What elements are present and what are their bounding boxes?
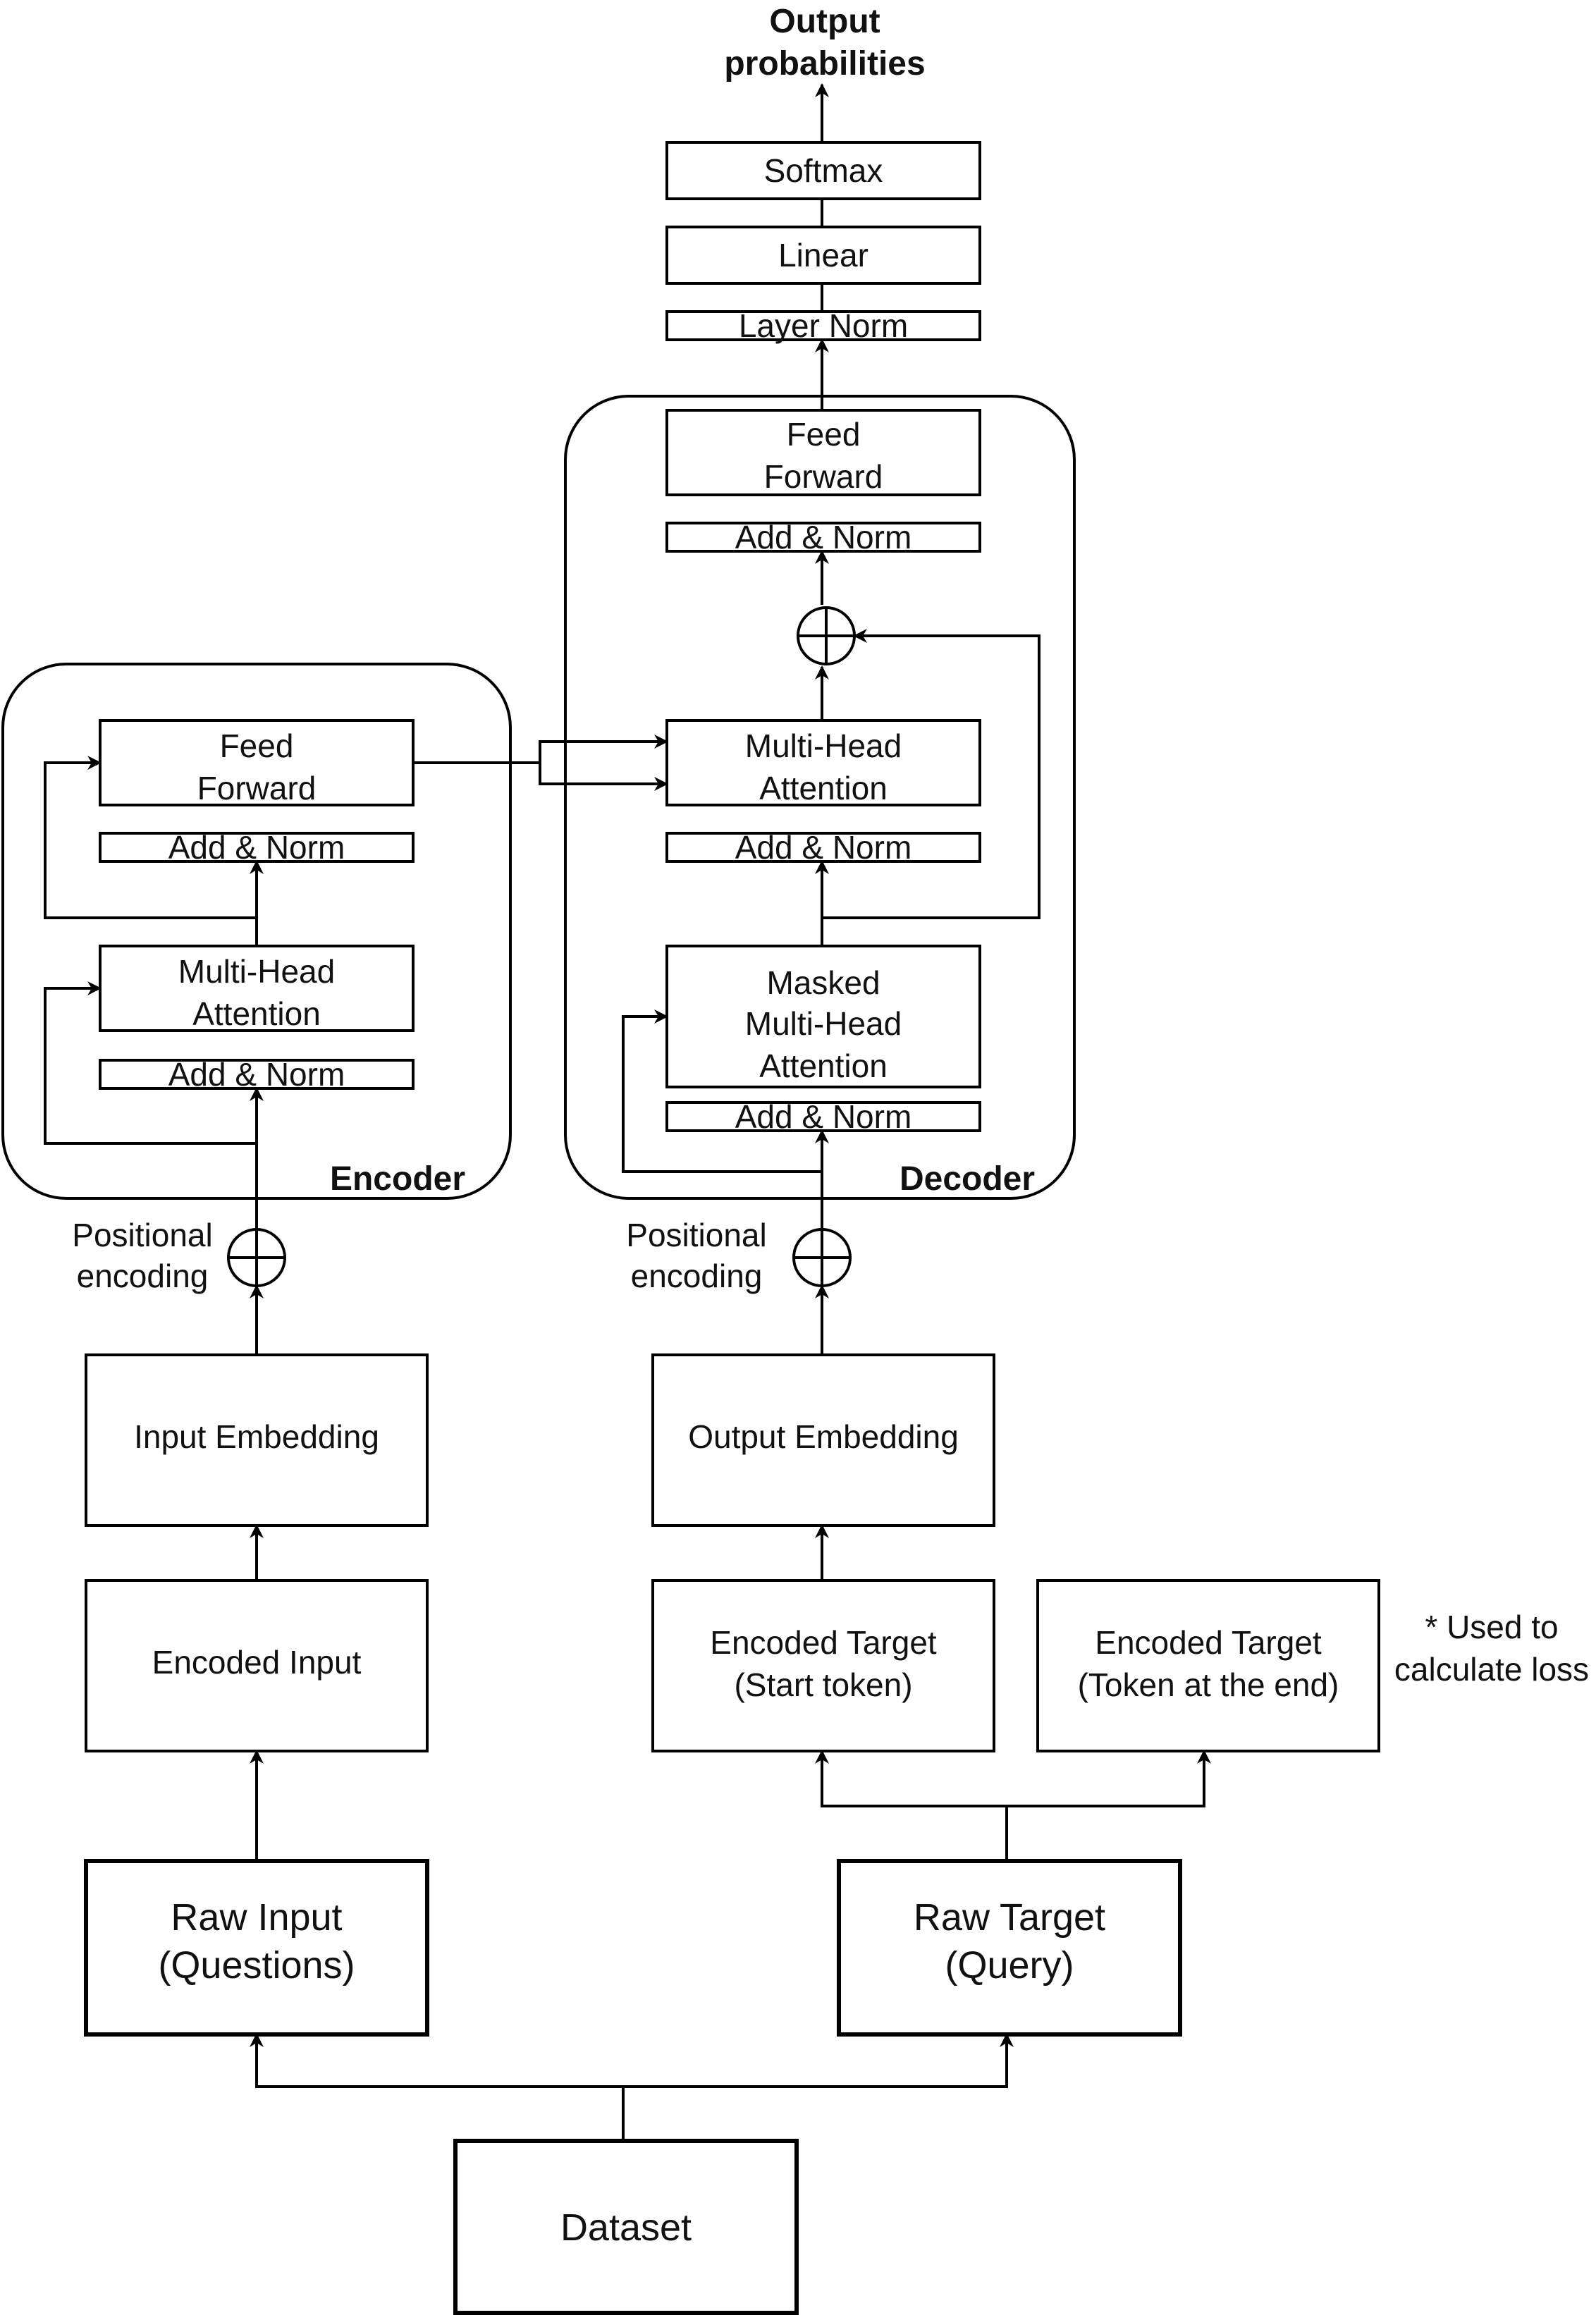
output-title-line2: probabilities [724, 45, 925, 82]
loss-note-line2: calculate loss [1394, 1651, 1589, 1688]
encoder-feed-forward-box [99, 719, 415, 806]
encoder-ff-label-line2: Forward [197, 770, 317, 806]
encoded-input-box [85, 1579, 429, 1752]
raw-target-line2: (Query) [945, 1944, 1074, 1987]
output-embedding-label: Output Embedding [688, 1418, 959, 1455]
softmax-label: Softmax [764, 152, 883, 189]
decoder-cross-attention-box [665, 719, 981, 806]
decoder-residual-sum-icon [797, 606, 856, 665]
layer-norm-box [665, 310, 981, 341]
layer-norm-label: Layer Norm [739, 307, 908, 344]
decoder-positional-line2: encoding [631, 1258, 763, 1294]
decoder-masked-line1: Masked [766, 964, 880, 1001]
input-embedding-box [85, 1353, 429, 1527]
raw-target-to-start-token-arrow [815, 1750, 1008, 1861]
encoder-ff-add-norm-label: Add & Norm [168, 829, 345, 866]
raw-input-box [84, 1859, 429, 2037]
dataset-to-raw-target-arrow [623, 2033, 1014, 2088]
dataset-label: Dataset [560, 2206, 692, 2249]
encoder-to-decoder-arrow-1 [413, 735, 668, 764]
dataset-box [453, 2139, 799, 2315]
decoder-group [564, 395, 1076, 1200]
encoded-input-label: Encoded Input [152, 1644, 362, 1681]
encoded-target-start-box [651, 1579, 995, 1752]
connectors [44, 83, 1211, 2141]
output-title-line1: Output [769, 3, 880, 40]
encoded-target-end-line2: (Token at the end) [1078, 1666, 1339, 1703]
encoder-positional-line1: Positional [72, 1217, 212, 1253]
linear-label: Linear [778, 237, 868, 274]
encoded-target-end-line1: Encoded Target [1095, 1624, 1322, 1661]
dataset-to-raw-input-arrow [250, 2033, 625, 2141]
encoder-positional-line2: encoding [77, 1258, 209, 1294]
decoder-positional-line1: Positional [626, 1217, 766, 1253]
decoder-masked-add-norm-box [665, 1101, 981, 1132]
decoder-label: Decoder [900, 1160, 1035, 1198]
encoder-to-decoder-arrow-2 [539, 763, 668, 791]
decoder-residual-2-arrow [822, 629, 1041, 919]
decoder-cross-attention-line2: Attention [759, 770, 888, 806]
softmax-box [665, 141, 981, 200]
decoder-masked-line3: Attention [759, 1048, 888, 1084]
decoder-ff-add-norm-label: Add & Norm [735, 519, 912, 555]
decoder-ff-label-line2: Forward [764, 458, 883, 495]
decoder-ff-add-norm-box [665, 522, 981, 553]
encoder-label: Encoder [330, 1160, 465, 1198]
decoder-cross-attention-line1: Multi-Head [745, 727, 902, 764]
encoder-attention-add-norm-label: Add & Norm [168, 1056, 345, 1093]
decoder-masked-add-norm-label: Add & Norm [735, 1098, 912, 1135]
raw-target-box [837, 1859, 1182, 2037]
encoded-target-end-box [1036, 1579, 1380, 1752]
input-embedding-label: Input Embedding [134, 1418, 379, 1455]
decoder-masked-attention-box [665, 945, 981, 1088]
encoder-ff-add-norm-box [99, 832, 415, 863]
decoder-feed-forward-box [665, 409, 981, 496]
encoder-attention-line1: Multi-Head [178, 953, 335, 990]
raw-target-to-end-token-arrow [1007, 1750, 1211, 1807]
decoder-residual-1-arrow [622, 1009, 822, 1173]
decoder-positional-sum-icon [792, 1228, 852, 1287]
decoder-cross-add-norm-label: Add & Norm [735, 829, 912, 866]
linear-box [665, 226, 981, 285]
loss-note-line1: * Used to [1425, 1609, 1558, 1645]
decoder-cross-add-norm-box [665, 832, 981, 863]
encoder-positional-sum-icon [227, 1228, 286, 1287]
encoded-target-start-line2: (Start token) [734, 1666, 912, 1703]
encoder-attention-box [99, 945, 415, 1032]
encoder-attention-line2: Attention [192, 995, 321, 1032]
encoded-target-start-line1: Encoded Target [710, 1624, 937, 1661]
output-embedding-box [651, 1353, 995, 1527]
encoder-residual-1-arrow [44, 981, 257, 1145]
decoder-ff-label-line1: Feed [787, 416, 861, 453]
raw-input-line1: Raw Input [171, 1896, 342, 1939]
encoder-attention-add-norm-box [99, 1059, 415, 1090]
decoder-masked-line2: Multi-Head [745, 1005, 902, 1042]
raw-input-line2: (Questions) [158, 1944, 355, 1987]
encoder-residual-2-arrow [44, 756, 257, 919]
raw-target-line1: Raw Target [914, 1896, 1105, 1939]
encoder-ff-label-line1: Feed [220, 727, 294, 764]
